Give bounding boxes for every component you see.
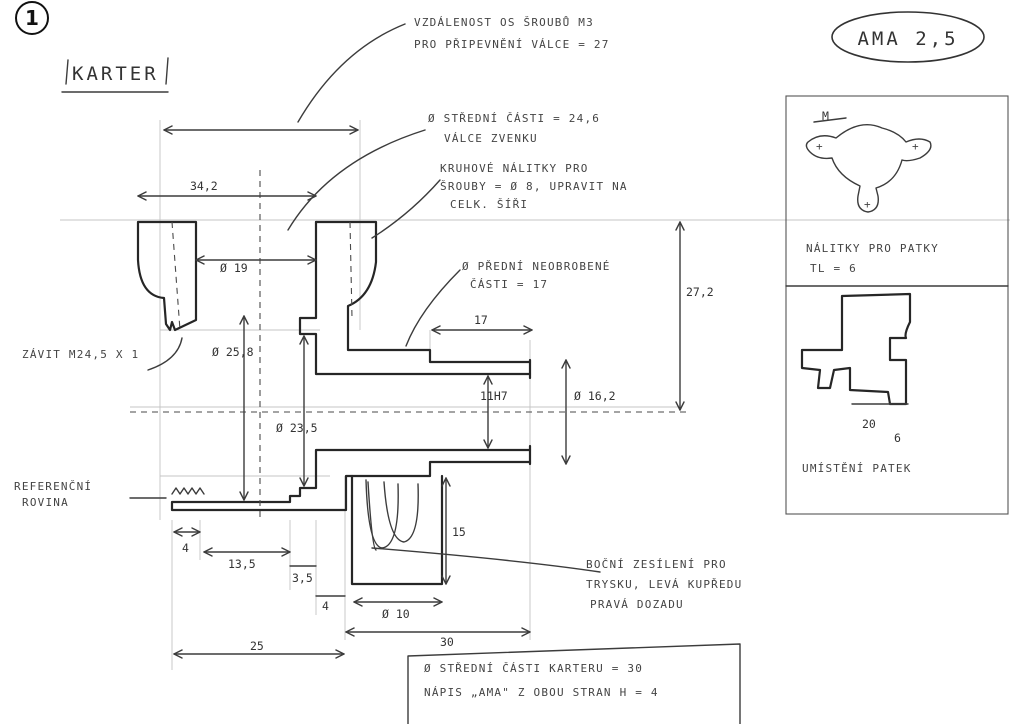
note-side-reinforcement-1: BOČNÍ ZESÍLENÍ PRO [586, 558, 727, 571]
bottom-note-box: Ø STŘEDNÍ ČÁSTI KARTERU = 30 NÁPIS „AMA"… [407, 643, 741, 724]
annotations: VZDÁLENOST OS ŠROUBŮ M3 PRO PŘIPEVNĚNÍ V… [14, 16, 742, 611]
side-dim-6: 6 [894, 431, 901, 445]
note-side-reinforcement-3: PRAVÁ DOZADU [590, 598, 684, 611]
dim-dia-25-8: Ø 25,8 [212, 345, 254, 359]
note-bolt-spacing-2: PRO PŘIPEVNĚNÍ VÁLCE = 27 [414, 38, 610, 51]
dimension-labels: 34,2 Ø 19 Ø 25,8 Ø 23,5 17 27,2 11H7 Ø 1… [182, 179, 714, 653]
dim-30: 30 [440, 635, 454, 649]
side-plus-1: + [816, 140, 824, 153]
note-bosses-3: CELK. ŠÍŘI [450, 198, 528, 211]
dim-dia-19: Ø 19 [220, 261, 248, 275]
side-bosses-2: TL = 6 [810, 262, 857, 275]
model-label: AMA 2,5 [857, 28, 958, 50]
note-reference-1: REFERENČNÍ [14, 480, 92, 493]
dimension-lines [137, 125, 685, 659]
note-bosses-1: KRUHOVÉ NÁLITKY PRO [440, 162, 589, 175]
dim-11h7: 11H7 [480, 389, 508, 403]
dim-13-5: 13,5 [228, 557, 256, 571]
side-dim-20: 20 [862, 417, 876, 431]
note-bosses-2: ŠROUBY = Ø 8, UPRAVIT NA [440, 180, 628, 193]
crankcase-outline [136, 220, 532, 586]
note-bolt-spacing-1: VZDÁLENOST OS ŠROUBŮ M3 [414, 16, 594, 29]
note-reference-2: ROVINA [22, 496, 69, 509]
dim-15: 15 [452, 525, 466, 539]
dim-4b: 4 [322, 599, 329, 613]
centerlines [130, 170, 690, 520]
dim-dia-16-2: Ø 16,2 [574, 389, 616, 403]
dim-dia-23-5: Ø 23,5 [276, 421, 318, 435]
box-line-2: NÁPIS „AMA" Z OBOU STRAN H = 4 [424, 686, 659, 699]
leader-lines [129, 23, 601, 573]
side-plus-2: + [912, 140, 920, 153]
title-block: KARTER [61, 57, 169, 93]
dim-17: 17 [474, 313, 488, 327]
side-m-label: M [822, 109, 829, 123]
side-plus-3: + [864, 198, 872, 211]
note-center-part-2: VÁLCE ZVENKU [444, 132, 538, 145]
sheet-title: KARTER [72, 63, 159, 85]
note-thread: ZÁVIT M24,5 X 1 [22, 348, 139, 361]
dim-25: 25 [250, 639, 264, 653]
note-front-unturned-1: Ø PŘEDNÍ NEOBROBENÉ [462, 260, 611, 273]
dim-dia-10: Ø 10 [382, 607, 410, 621]
note-center-part-1: Ø STŘEDNÍ ČÁSTI = 24,6 [428, 112, 600, 125]
construction-lines [60, 120, 1010, 670]
dim-3-5: 3,5 [292, 571, 313, 585]
dim-27-2: 27,2 [686, 285, 714, 299]
model-badge: AMA 2,5 [831, 11, 985, 63]
box-line-1: Ø STŘEDNÍ ČÁSTI KARTERU = 30 [424, 662, 643, 675]
note-front-unturned-2: ČÁSTI = 17 [470, 278, 548, 291]
dim-34-2: 34,2 [190, 179, 218, 193]
page-number: 1 [15, 1, 49, 35]
page-number-text: 1 [25, 6, 39, 30]
side-bosses-1: NÁLITKY PRO PATKY [806, 242, 939, 255]
note-side-reinforcement-2: TRYSKU, LEVÁ KUPŘEDU [586, 578, 742, 591]
side-feet-label: UMÍSTĚNÍ PATEK [802, 462, 912, 475]
side-panel: M + + + NÁLITKY PRO PATKY TL = 6 20 6 UM… [785, 95, 1009, 515]
dim-4a: 4 [182, 541, 189, 555]
